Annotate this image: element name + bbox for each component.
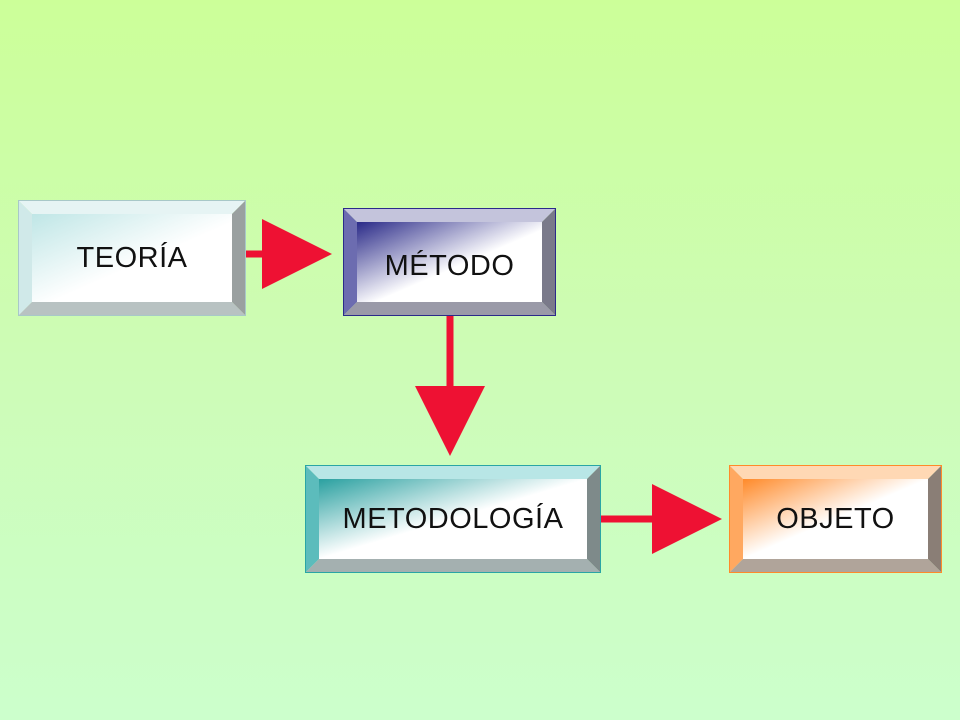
node-bevel xyxy=(729,465,942,573)
node-metodologia: METODOLOGÍA xyxy=(305,465,601,573)
node-bevel xyxy=(18,200,246,316)
node-bevel xyxy=(343,208,556,316)
node-label: TEORÍA xyxy=(76,241,188,274)
node-label: OBJETO xyxy=(776,502,895,535)
node-metodo: MÉTODO xyxy=(343,208,556,316)
node-label: METODOLOGÍA xyxy=(342,502,564,535)
node-label: MÉTODO xyxy=(384,249,515,282)
node-bevel xyxy=(305,465,601,573)
node-teoria: TEORÍA xyxy=(18,200,246,316)
node-objeto: OBJETO xyxy=(729,465,942,573)
